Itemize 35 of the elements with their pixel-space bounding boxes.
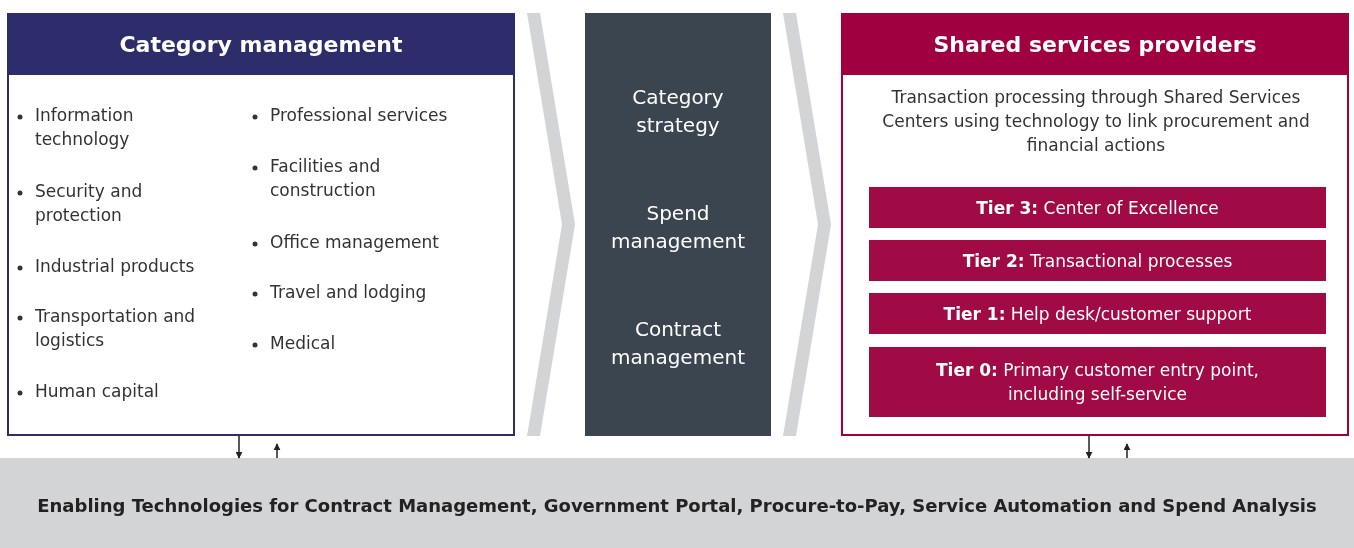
arrow: [235, 435, 243, 459]
technology-band: [0, 458, 1354, 548]
stage-label: Contract management: [610, 316, 746, 371]
tier-text: Tier 1: Help desk/customer support: [943, 302, 1252, 326]
list-item: Human capital: [35, 380, 160, 403]
tier-bar: [869, 187, 1326, 228]
arrow: [273, 443, 281, 459]
band-heading: Enabling Technologies for Contract Management, Government Portal, Procure-to-Pay, Service Automation and Spend Analysis: [36, 494, 1318, 518]
list-item: Security and protection: [35, 180, 144, 227]
panel-heading: Shared services providers: [841, 13, 1349, 75]
stage-label: Spend management: [610, 200, 746, 255]
list-item: Industrial products: [35, 255, 196, 278]
description-text: Transaction processing through Shared Services Centers using technology to link procurement and financial actions: [881, 86, 1311, 157]
chevron-arrow: [527, 13, 575, 436]
list-item: Travel and lodging: [270, 281, 428, 304]
panel-box: [7, 13, 515, 436]
arrow: [1123, 443, 1131, 459]
list-item: Transportation and logistics: [35, 305, 197, 352]
tier-bar: [869, 293, 1326, 334]
tier-bar: [869, 347, 1326, 417]
tier-text: Tier 2: Transactional processes: [962, 249, 1233, 273]
list-item: Professional services: [270, 104, 449, 127]
list-item: Information technology: [35, 104, 135, 151]
arrow: [1085, 435, 1093, 459]
list-item: Medical: [270, 332, 337, 355]
panel-heading: Category management: [7, 13, 515, 75]
chevron-arrow: [783, 13, 831, 436]
list-item: Office management: [270, 231, 440, 254]
tier-text: Tier 3: Center of Excellence: [976, 196, 1219, 220]
process-column: [585, 13, 771, 436]
tier-text: Tier 0: Primary customer entry point, including self-service: [935, 359, 1260, 406]
panel-box: [841, 13, 1349, 436]
list-item: Facilities and construction: [270, 155, 382, 202]
stage-label: Category strategy: [631, 84, 725, 139]
tier-bar: [869, 240, 1326, 281]
